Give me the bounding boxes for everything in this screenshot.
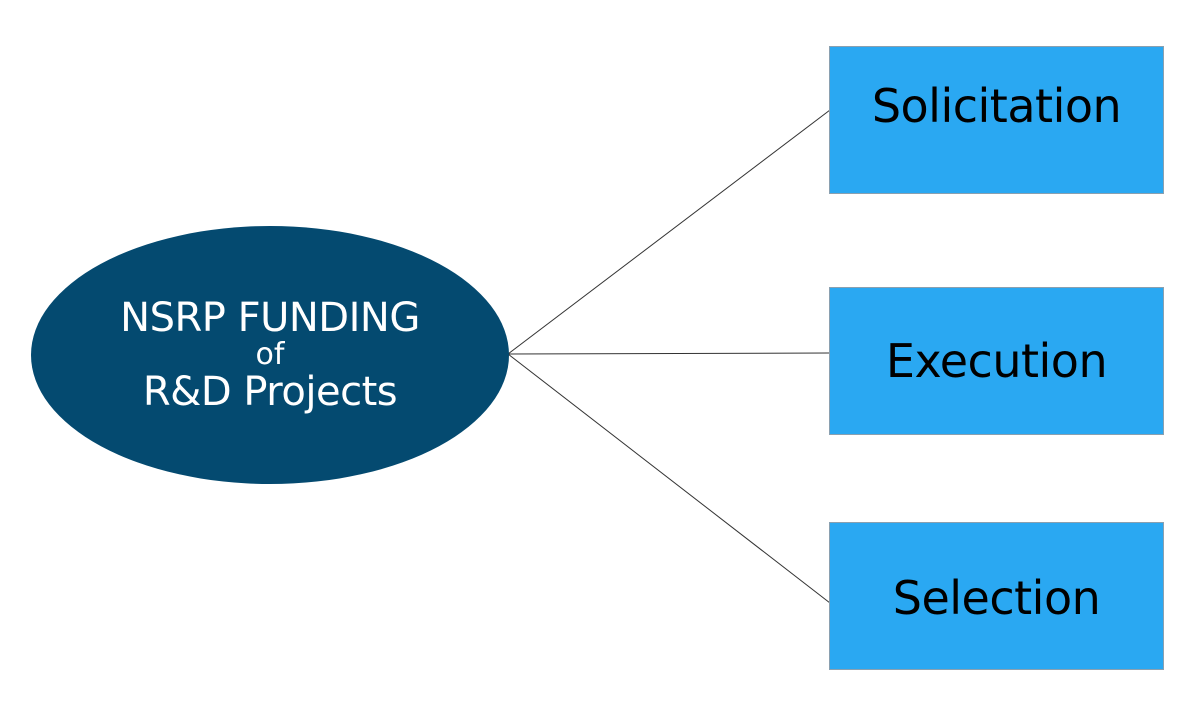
connector-execution bbox=[507, 352, 831, 355]
node-solicitation: Solicitation bbox=[829, 46, 1164, 194]
center-title: NSRP FUNDING bbox=[120, 295, 420, 341]
node-label: Selection bbox=[892, 571, 1101, 625]
connector-selection bbox=[507, 353, 831, 604]
node-execution: Execution bbox=[829, 287, 1164, 435]
node-label: Execution bbox=[885, 334, 1108, 388]
center-connector-word: of bbox=[255, 337, 285, 372]
center-subtitle: R&D Projects bbox=[142, 369, 398, 415]
center-node-nsrp-funding: NSRP FUNDING of R&D Projects bbox=[31, 226, 509, 484]
connector-solicitation bbox=[507, 109, 831, 355]
node-label: Solicitation bbox=[871, 79, 1122, 133]
node-selection: Selection bbox=[829, 522, 1164, 670]
